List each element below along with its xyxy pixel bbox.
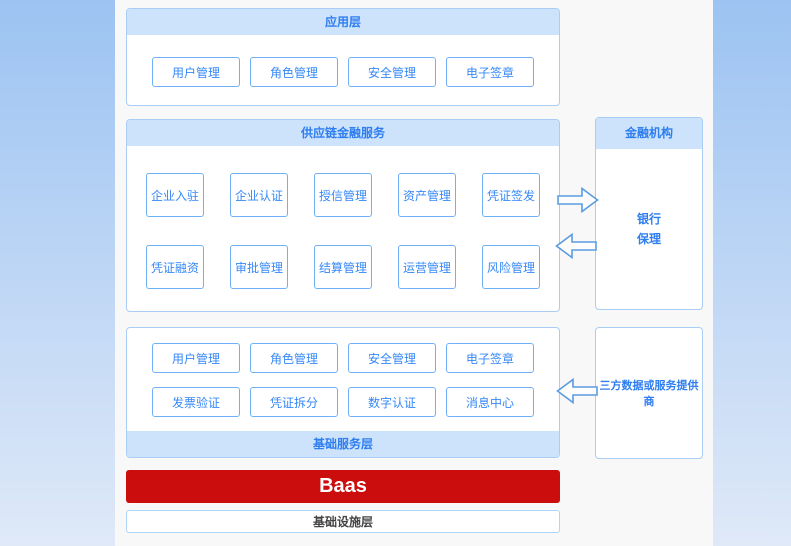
node-digital-certification: 数字认证 (348, 387, 436, 417)
financial-institution-body: 银行 保理 (596, 149, 702, 309)
finance-services-section: 供应链金融服务 企业入驻 企业认证 授信管理 资产管理 凭证签发 凭证融资 审批… (126, 119, 560, 312)
node-message-center: 消息中心 (446, 387, 534, 417)
node-enterprise-certification: 企业认证 (230, 173, 288, 217)
finance-services-row-1: 企业入驻 企业认证 授信管理 资产管理 凭证签发 (127, 146, 559, 217)
financial-institution-title: 金融机构 (596, 118, 702, 149)
third-party-provider-label: 三方数据或服务提供商 (599, 380, 699, 408)
infrastructure-layer-bar: 基础设施层 (126, 510, 560, 533)
node-settlement-management: 结算管理 (314, 245, 372, 289)
node-security-management: 安全管理 (348, 343, 436, 373)
node-voucher-financing: 凭证融资 (146, 245, 204, 289)
app-layer-nodes: 用户管理 角色管理 安全管理 电子签章 (127, 35, 559, 87)
block-arrow-left-icon (556, 377, 598, 405)
third-party-provider-section: 三方数据或服务提供商 (595, 327, 703, 459)
base-services-row-1: 用户管理 角色管理 安全管理 电子签章 (127, 328, 559, 373)
node-invoice-verification: 发票验证 (152, 387, 240, 417)
block-arrow-left-icon (555, 232, 597, 260)
node-voucher-split: 凭证拆分 (250, 387, 338, 417)
finance-services-row-2: 凭证融资 审批管理 结算管理 运营管理 风险管理 (127, 245, 559, 289)
financial-institution-section: 金融机构 银行 保理 (595, 117, 703, 310)
node-user-management: 用户管理 (152, 343, 240, 373)
node-e-signature: 电子签章 (446, 343, 534, 373)
node-operation-management: 运营管理 (398, 245, 456, 289)
app-layer-section: 应用层 用户管理 角色管理 安全管理 电子签章 (126, 8, 560, 106)
bank-label: 银行 (636, 211, 661, 226)
node-enterprise-onboarding: 企业入驻 (146, 173, 204, 217)
node-asset-management: 资产管理 (398, 173, 456, 217)
node-approval-management: 审批管理 (230, 245, 288, 289)
architecture-diagram-panel: 应用层 用户管理 角色管理 安全管理 电子签章 供应链金融服务 企业入驻 企业认… (115, 0, 713, 546)
node-role-management: 角色管理 (250, 343, 338, 373)
node-e-signature: 电子签章 (446, 57, 534, 87)
node-role-management: 角色管理 (250, 57, 338, 87)
block-arrow-right-icon (557, 186, 599, 214)
base-services-row-2: 发票验证 凭证拆分 数字认证 消息中心 (127, 387, 559, 417)
factoring-label: 保理 (636, 232, 661, 246)
base-services-section: 用户管理 角色管理 安全管理 电子签章 发票验证 凭证拆分 数字认证 消息中心 … (126, 327, 560, 458)
finance-services-title: 供应链金融服务 (127, 120, 559, 146)
node-credit-management: 授信管理 (314, 173, 372, 217)
node-user-management: 用户管理 (152, 57, 240, 87)
node-security-management: 安全管理 (348, 57, 436, 87)
node-risk-management: 风险管理 (482, 245, 540, 289)
node-voucher-issuance: 凭证签发 (482, 173, 540, 217)
app-layer-title: 应用层 (127, 9, 559, 35)
base-services-title: 基础服务层 (127, 431, 559, 457)
baas-bar: Baas (126, 470, 560, 503)
